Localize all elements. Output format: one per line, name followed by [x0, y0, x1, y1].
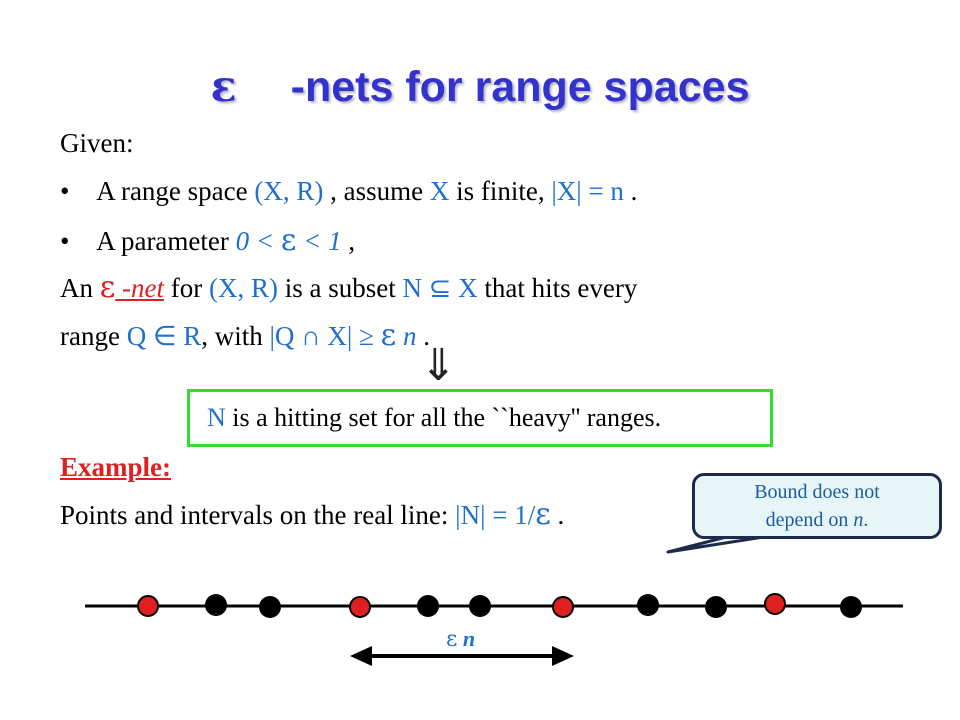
def-with-text: , with	[201, 321, 270, 351]
def-subset-expr: N ⊆ X	[402, 273, 478, 303]
bullet1-set: X	[429, 176, 450, 206]
bullet-range-space: • A range space (X, R) , assume X is fin…	[60, 176, 637, 207]
interval-label: ε n	[446, 626, 475, 652]
def-pair: (X, R)	[209, 273, 279, 303]
example-epsilon: ε	[535, 497, 551, 532]
def-range-expr: Q ∈ R	[126, 321, 202, 351]
callout-line-1: Bound does not	[754, 481, 880, 503]
bound-callout: Bound does not depend on n.	[692, 473, 942, 539]
definition-line-1: An ε -net for (X, R) is a subset N ⊆ X t…	[60, 270, 637, 305]
bullet-dot: •	[60, 226, 70, 256]
bullet2-prefix: A parameter	[96, 226, 236, 256]
net-point-red	[349, 596, 371, 618]
def-condition: |Q ∩ X| ≥	[269, 321, 374, 351]
example-end: .	[550, 500, 565, 530]
point-black	[417, 595, 439, 617]
example-size: |N| = 1/	[455, 500, 536, 530]
bullet2-end: ,	[341, 226, 356, 256]
interval-arrow-right-head	[552, 646, 574, 666]
bullet1-prefix: A range space	[96, 176, 255, 206]
interval-n: n	[462, 626, 476, 651]
net-point-red	[552, 596, 574, 618]
bullet1-pair: (X, R)	[254, 176, 324, 206]
interval-arrow-left-head	[350, 646, 372, 666]
down-arrow-icon: ⇓	[420, 340, 457, 391]
net-point-red	[764, 593, 786, 615]
def-an: An	[60, 273, 100, 303]
point-black	[840, 596, 862, 618]
def-cond-n: n	[396, 321, 417, 351]
net-point-red	[137, 595, 159, 617]
callout-line-2: depend on n.	[695, 506, 939, 534]
bullet2-upper: < 1	[303, 226, 342, 256]
point-black	[469, 595, 491, 617]
point-black	[637, 594, 659, 616]
def-end: .	[416, 321, 430, 351]
bullet-parameter: • A parameter 0 < ε < 1 ,	[60, 223, 355, 258]
given-label: Given:	[60, 128, 134, 158]
point-black	[205, 594, 227, 616]
bullet1-size: |X| = n	[551, 176, 624, 206]
example-line: Points and intervals on the real line: |…	[60, 497, 564, 532]
example-label: Example:	[60, 452, 171, 482]
point-black	[259, 596, 281, 618]
point-black	[705, 596, 727, 618]
hitting-set-N: N	[207, 403, 226, 432]
definition-line-2: range Q ∈ R, with |Q ∩ X| ≥ ε n .	[60, 318, 430, 353]
callout-var-n: n	[853, 509, 864, 531]
callout-line-2-prefix: depend on	[765, 509, 854, 531]
interval-epsilon: ε	[446, 627, 458, 652]
def-net-term: -net	[115, 273, 165, 303]
bullet2-lower: 0 <	[235, 226, 275, 256]
callout-line-2-end: .	[863, 509, 869, 531]
bullet1-end: .	[623, 176, 638, 206]
hitting-set-box: N is a hitting set for all the ``heavy''…	[187, 389, 773, 447]
bullet2-epsilon: ε	[280, 223, 297, 258]
def-epsilon-2: ε	[380, 318, 397, 353]
def-hits-text: that hits every	[477, 273, 638, 303]
bullet1-middle: , assume	[323, 176, 430, 206]
bullet1-rest: is finite,	[449, 176, 552, 206]
title-text: -nets for range spaces	[290, 63, 750, 111]
title-epsilon: ε	[210, 62, 237, 112]
slide-title: ε -nets for range spaces	[0, 62, 960, 112]
def-epsilon: ε	[99, 270, 116, 305]
bullet-dot: •	[60, 176, 70, 206]
def-for: for	[164, 273, 210, 303]
hitting-set-text: is a hitting set for all the ``heavy'' r…	[225, 403, 662, 432]
points-group	[137, 593, 862, 618]
def-range-text: range	[60, 321, 127, 351]
example-text: Points and intervals on the real line:	[60, 500, 456, 530]
def-subset-text: is a subset	[278, 273, 403, 303]
